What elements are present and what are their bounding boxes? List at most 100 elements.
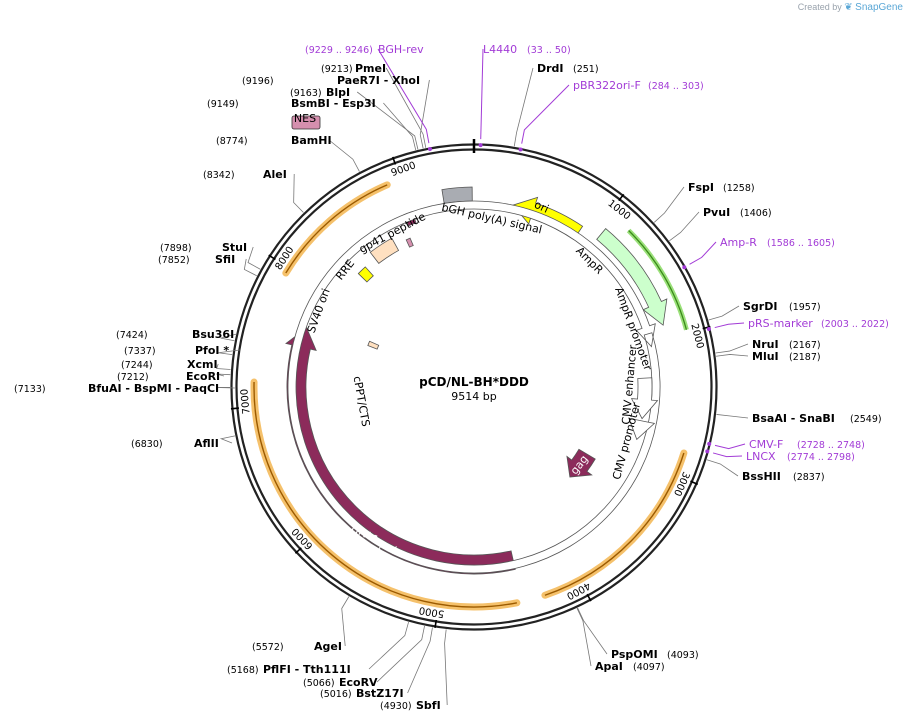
feature-cmv-promoter (628, 417, 656, 441)
feature-label-ori: ori (532, 198, 550, 216)
leader-blpi (356, 91, 419, 150)
site-pfoi-: PfoI * (195, 344, 229, 357)
site-pflfi: PflFI - Tth111I (263, 663, 351, 676)
site-sbfi: SbfI (416, 699, 441, 712)
site-pos-drdi: (251) (573, 64, 599, 75)
site-pos-fspi: (1258) (723, 183, 755, 194)
site-pos-sgrdi: (1957) (789, 302, 821, 313)
tick-6000 (294, 547, 302, 554)
site-stui: StuI (222, 241, 247, 254)
leader-nrui (715, 343, 749, 354)
feature-rre (369, 237, 400, 264)
site-pos-bstz17i: (5016) (320, 689, 352, 700)
primer-pos-bgh-rev: (9229 .. 9246) (305, 45, 373, 56)
site-bamhi: BamHI (291, 134, 332, 147)
leader-xcmi (216, 363, 231, 370)
leader-ecorv (376, 625, 425, 683)
primer-mark-amp-r (682, 265, 687, 270)
site-pos-bsu36i: (7424) (116, 330, 148, 341)
primer-pos-l4440: (33 .. 50) (527, 45, 571, 56)
site-bsmbi: BsmBI - Esp3I (291, 97, 376, 110)
site-agei: AgeI (314, 640, 342, 653)
primer-mark-pbr322ori-f (518, 147, 523, 152)
feature-sv40-ori (357, 266, 374, 283)
credit-prefix: Created by (797, 2, 842, 12)
primer-leader-cmv-f (714, 443, 746, 450)
primer-leader-pbr322ori-f (521, 84, 570, 144)
site-pos-pflfi: (5168) (227, 665, 259, 676)
primer-mark-lncx (705, 449, 710, 454)
site-pos-bamhi: (8774) (216, 136, 248, 147)
site-pos-bsmbi: (9149) (207, 99, 239, 110)
site-sgrdi: SgrDI (743, 300, 777, 313)
site-pos-bsaai: (2549) (850, 414, 882, 425)
primer-cmv-f: CMV-F (749, 438, 783, 451)
site-aflii: AflII (194, 437, 219, 450)
site-pos-agei: (5572) (252, 642, 284, 653)
feature-tracks (250, 181, 689, 611)
primer-l4440: L4440 (483, 43, 517, 56)
site-pos-nrui: (2167) (789, 340, 821, 351)
primer-mark-bgh-rev (427, 147, 432, 152)
feature-ampr-promoter (287, 200, 661, 574)
credit-brand: SnapGene (855, 2, 903, 13)
leader-stui (247, 246, 261, 270)
leader-pflfi (368, 621, 409, 670)
leader-paer7i (419, 79, 430, 149)
site-pspomi: PspOMI (611, 648, 658, 661)
site-paer7i: PaeR7I - XhoI (337, 74, 420, 87)
primer-pos-amp-r: (1586 .. 1605) (767, 238, 835, 249)
leader-bsu36i (220, 333, 237, 342)
feature-label-nes: NES (294, 112, 316, 125)
site-pos-aflii: (6830) (131, 439, 163, 450)
primer-pos-pbr322ori-f: (284 .. 303) (648, 81, 704, 92)
leader-pfoi- (218, 349, 240, 356)
site-pos-pspomi: (4093) (667, 650, 699, 661)
orange-track-line-2 (285, 184, 388, 274)
leader-pvui (669, 211, 700, 242)
tick-1000 (618, 193, 625, 202)
feature-ampr (596, 228, 668, 326)
leader-drdi (513, 67, 534, 147)
leader-mlui (716, 354, 749, 357)
leader-bfuai (215, 387, 235, 389)
site-sfii: SfiI (215, 253, 235, 266)
leader-bsaai (716, 414, 749, 419)
primer-amp-r: Amp-R (720, 236, 757, 249)
site-apai: ApaI (595, 660, 623, 673)
snapgene-credit: Created by ❦ SnapGene (798, 2, 903, 13)
feature-hiv-1-pol (285, 327, 516, 575)
primer-prs-marker: pRS-marker (748, 317, 813, 330)
tick-label-5000: 5000 (418, 604, 445, 619)
site-fspi: FspI (688, 181, 714, 194)
site-pos-stui: (7898) (160, 243, 192, 254)
primer-mark-l4440 (478, 143, 483, 148)
site-ecori: EcoRI (186, 370, 220, 383)
primer-leader-lncx (712, 452, 743, 458)
tick-label-1000: 1000 (605, 198, 632, 222)
tick-9000 (392, 156, 397, 165)
tick-8000 (268, 254, 276, 261)
site-pos-paer7i: (9196) (242, 76, 274, 87)
primer-leader-amp-r (689, 241, 717, 265)
site-pos-pmei: (9213) (321, 64, 353, 75)
primer-lncx: LNCX (746, 450, 776, 463)
primer-pos-lncx: (2774 .. 2798) (787, 452, 855, 463)
primer-bgh-rev: BGH-rev (378, 43, 424, 56)
primer-pos-cmv-f: (2728 .. 2748) (797, 440, 865, 451)
site-pos-ecori: (7212) (117, 372, 149, 383)
leader-sfii (243, 258, 257, 277)
site-alei: AleI (263, 168, 287, 181)
site-pos-pvui: (1406) (740, 208, 772, 219)
tick-7000 (230, 407, 240, 410)
orange-track-line-1 (253, 381, 518, 608)
green-track-line (628, 230, 688, 330)
leader-sgrdi (708, 305, 740, 321)
leader-bamhi (328, 139, 360, 172)
site-pos-bsshii: (2837) (793, 472, 825, 483)
leader-bsshii (706, 459, 739, 477)
site-ecorv: EcoRV (339, 676, 378, 689)
leader-alei (293, 173, 304, 213)
site-xcmi: XcmI (187, 358, 218, 371)
